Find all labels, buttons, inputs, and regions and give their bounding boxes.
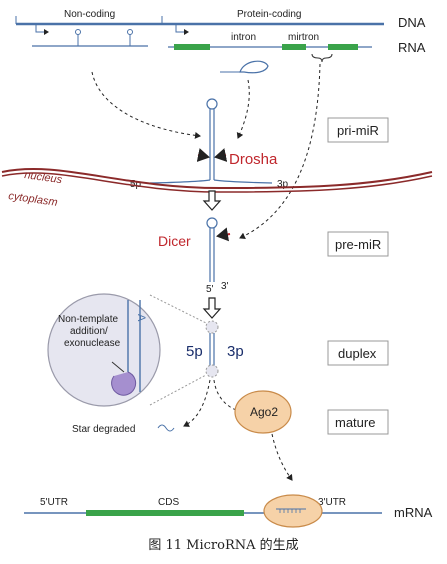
pri-mir-hairpin — [149, 98, 273, 184]
dicer-step-arrow — [202, 297, 222, 319]
non-template-line2: addition/ — [70, 326, 108, 337]
exonuclease-shape — [111, 371, 137, 396]
non-coding-label: Non-coding — [64, 9, 115, 20]
utr3-label: 3'UTR — [318, 497, 346, 508]
nuclear-membrane-upper — [1, 168, 433, 190]
zoom-line-bottom — [149, 374, 207, 406]
zoom-line-top — [149, 294, 207, 324]
drosha-label: Drosha — [229, 151, 278, 168]
ago2-complex — [234, 390, 292, 434]
cds-region — [86, 510, 244, 516]
stage-duplex-label: duplex — [338, 346, 377, 361]
stage-box-pri-mir: pri-miR — [327, 117, 389, 143]
rna-label: RNA — [398, 40, 426, 55]
utr5-label: 5'UTR — [40, 497, 68, 508]
stage-pri-mir-label: pri-miR — [337, 123, 379, 138]
pri-5p-label: 5p — [130, 179, 142, 190]
microrna-biogenesis-diagram: Non-coding Protein-coding DNA intron mir… — [1, 9, 433, 528]
star-degraded-label: Star degraded — [72, 424, 135, 435]
dna-label: DNA — [398, 15, 426, 30]
stage-mrna-label: mRNA — [394, 505, 433, 520]
dicer-label: Dicer — [158, 233, 191, 249]
non-coding-to-drosha-arrow — [91, 71, 201, 139]
exonuclease-pointer — [111, 361, 125, 373]
binding-ticks — [279, 509, 301, 513]
nuclear-membrane-lower — [1, 172, 433, 193]
stage-box-duplex: duplex — [327, 340, 389, 366]
zoom-detail — [111, 300, 141, 396]
intron-lariat — [239, 60, 269, 74]
figure-caption: 图 11 MicroRNA 的生成 — [148, 538, 299, 553]
duplex-5p-label: 5p — [186, 343, 203, 360]
exon-3 — [328, 44, 358, 50]
protein-coding-tss-arrow — [175, 25, 189, 35]
stage-box-mature: mature — [327, 409, 389, 435]
stage-box-pre-mir: pre-miR — [327, 231, 389, 257]
dicer-cut-arrow — [216, 227, 231, 242]
pri-3p-label: 3p — [277, 179, 289, 190]
strand-a-letter: A — [135, 314, 147, 322]
pre-3-prime-label: 3' — [221, 281, 229, 292]
intron-to-drosha-arrow — [236, 79, 250, 139]
non-coding-tss-arrow — [35, 25, 49, 35]
degraded-strand-squiggle — [157, 424, 175, 432]
ago2-label: Ago2 — [250, 405, 278, 419]
non-template-line3: exonuclease — [64, 338, 121, 349]
export-arrow — [202, 190, 222, 211]
to-star-degraded-arrow — [183, 379, 211, 427]
cds-label: CDS — [158, 497, 179, 508]
exon-1 — [174, 44, 210, 50]
ago2-to-mrna-arrow — [271, 433, 293, 481]
duplex-3p-label: 3p — [227, 343, 244, 360]
zoom-circle — [47, 293, 161, 407]
mirtron-bracket — [311, 53, 333, 63]
hairpin-left — [75, 29, 81, 46]
drosha-cut-arrow-left — [196, 148, 210, 162]
mirtron-label: mirtron — [288, 32, 319, 43]
cytoplasm-label: cytoplasm — [8, 190, 59, 209]
ago2-bound-complex — [263, 494, 323, 528]
hairpin-right — [127, 29, 133, 46]
exon-2 — [282, 44, 306, 50]
stage-mature-label: mature — [335, 415, 375, 430]
duplex-structure — [205, 320, 219, 378]
drosha-cut-arrow-right — [214, 148, 228, 162]
stage-pre-mir-label: pre-miR — [335, 237, 381, 252]
pre-mir-hairpin — [206, 217, 218, 282]
protein-coding-label: Protein-coding — [237, 9, 301, 20]
intron-label: intron — [231, 32, 256, 43]
non-template-line1: Non-template — [58, 314, 118, 325]
pre-5-prime-label: 5' — [206, 284, 214, 295]
nucleus-label: nucleus — [24, 169, 64, 186]
